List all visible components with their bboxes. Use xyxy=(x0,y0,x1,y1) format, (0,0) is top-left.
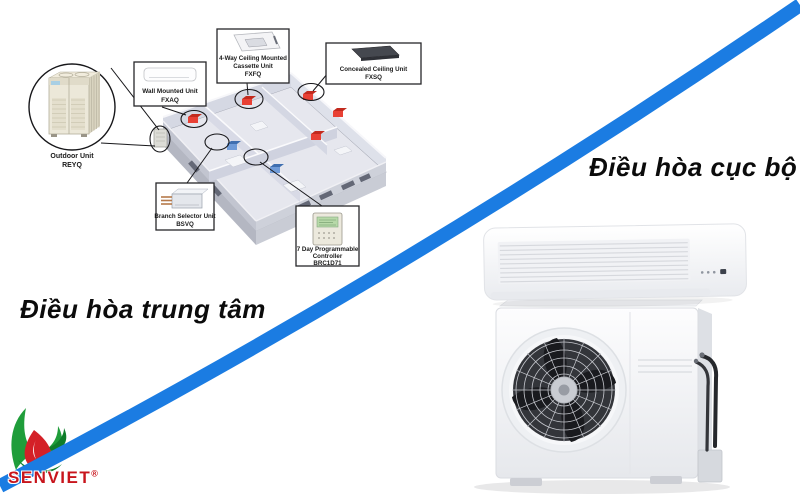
svg-text:7 Day Programmable: 7 Day Programmable xyxy=(297,246,359,253)
svg-text:FXFQ: FXFQ xyxy=(245,71,262,78)
outdoor-unit-label: Outdoor Unit xyxy=(50,153,94,160)
outdoor-unit-model: REYQ xyxy=(62,162,82,169)
small-outdoor-unit-icon xyxy=(153,128,168,148)
svg-text:BRC1D71: BRC1D71 xyxy=(313,260,342,267)
brand-name: SENVIET xyxy=(8,468,92,487)
controller-icon xyxy=(312,212,343,246)
outdoor-unit-icon xyxy=(48,71,101,137)
svg-text:FXSQ: FXSQ xyxy=(365,74,382,81)
svg-text:Controller: Controller xyxy=(313,253,343,260)
svg-text:Cassette Unit: Cassette Unit xyxy=(233,63,273,70)
outdoor-unit-image xyxy=(474,299,730,494)
svg-text:BSVQ: BSVQ xyxy=(176,221,194,228)
callout-cassette-unit: 4-Way Ceiling Mounted Cassette Unit FXFQ xyxy=(216,28,290,84)
callout-outdoor-unit: Outdoor Unit REYQ xyxy=(28,63,116,169)
wall-unit-icon xyxy=(143,67,197,82)
svg-text:Concealed Ceiling Unit: Concealed Ceiling Unit xyxy=(340,66,407,73)
indoor-unit-image xyxy=(483,223,747,308)
fan-grille xyxy=(501,327,627,453)
cassette-unit-icon xyxy=(233,31,281,52)
registered-mark: ® xyxy=(91,468,98,479)
brand-text: SENVIET® xyxy=(8,468,98,488)
svg-text:4-Way Ceiling Mounted: 4-Way Ceiling Mounted xyxy=(219,55,287,62)
heading-local-ac: Điều hòa cục bộ xyxy=(589,152,798,182)
svg-text:Branch Selector Unit: Branch Selector Unit xyxy=(154,213,215,220)
split-ac-photo xyxy=(474,223,747,494)
callout-branch-selector: Branch Selector Unit BSVQ xyxy=(154,182,216,231)
heading-central-ac: Điều hòa trung tâm xyxy=(20,294,266,324)
vrv-diagram: Outdoor Unit REYQ Wall Mounted Unit FXAQ… xyxy=(28,28,422,267)
callout-wall-mounted-unit: Wall Mounted Unit FXAQ xyxy=(133,61,207,107)
callout-controller: 7 Day Programmable Controller BRC1D71 xyxy=(295,205,360,267)
svg-text:Wall Mounted Unit: Wall Mounted Unit xyxy=(142,88,198,95)
callout-concealed-unit: Concealed Ceiling Unit FXSQ xyxy=(325,42,422,85)
svg-text:FXAQ: FXAQ xyxy=(161,97,179,104)
